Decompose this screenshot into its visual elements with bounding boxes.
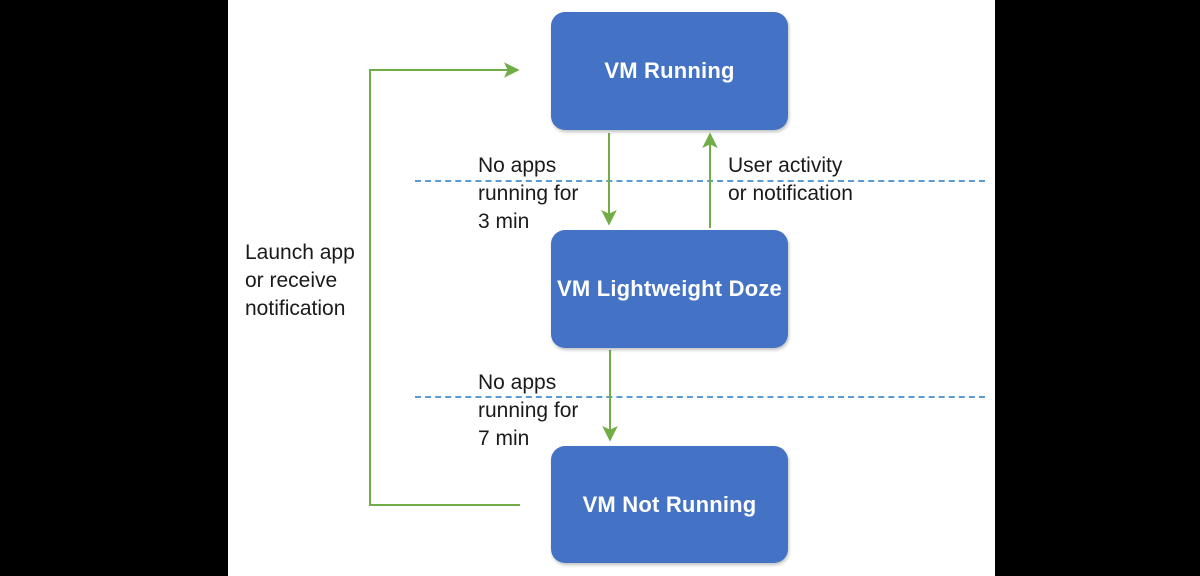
transition-label-doze-to-running: User activity or notification <box>728 154 853 205</box>
transition-label-doze-to-not-running: No apps running for 7 min <box>478 371 579 450</box>
dashed-separator-3-min <box>415 180 985 182</box>
state-label-vm-not-running: VM Not Running <box>582 491 757 517</box>
transition-label-running-to-doze: No apps running for 3 min <box>478 154 579 233</box>
state-label-vm-lightweight-doze: VM Lightweight Doze <box>556 276 782 301</box>
transition-label-not-running-to-running: Launch app or receive notification <box>245 241 355 320</box>
state-box-vm-running[interactable]: VM Running <box>551 12 788 130</box>
dashed-separator-7-min <box>415 396 985 398</box>
state-box-vm-not-running[interactable]: VM Not Running <box>551 446 788 563</box>
state-box-vm-lightweight-doze[interactable]: VM Lightweight Doze <box>551 230 788 348</box>
diagram-canvas: VM Running VM Lightweight Doze VM Not Ru… <box>228 0 995 576</box>
state-label-vm-running: VM Running <box>604 58 735 83</box>
